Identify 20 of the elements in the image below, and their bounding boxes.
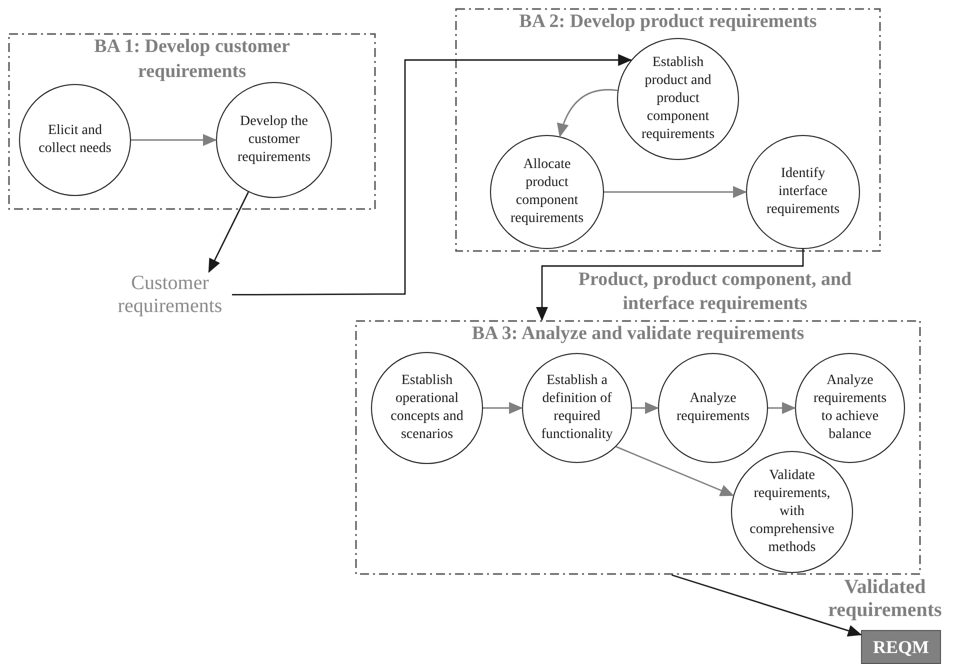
- group-box: [455, 8, 881, 252]
- arrow: [768, 402, 796, 414]
- arrow: [131, 134, 217, 146]
- output-label: Validated requirements: [827, 576, 943, 622]
- arrow: [483, 402, 523, 414]
- arrow: [672, 574, 862, 636]
- data-label: Customer requirements: [108, 272, 232, 318]
- arrow: [536, 249, 804, 321]
- arrow: [208, 192, 249, 273]
- group-box: [8, 33, 376, 210]
- group-box: [355, 320, 921, 575]
- arrow: [616, 446, 734, 496]
- process-tag: REQM: [861, 630, 941, 664]
- arrow: [232, 54, 632, 296]
- arrow: [604, 186, 747, 198]
- arrow: [557, 89, 618, 138]
- group-title: BA 3: Analyze and validate requirements: [470, 322, 806, 346]
- group-title: BA 2: Develop product requirements: [518, 10, 818, 34]
- arrow: [632, 402, 659, 414]
- group-title: BA 1: Develop customer requirements: [93, 35, 291, 84]
